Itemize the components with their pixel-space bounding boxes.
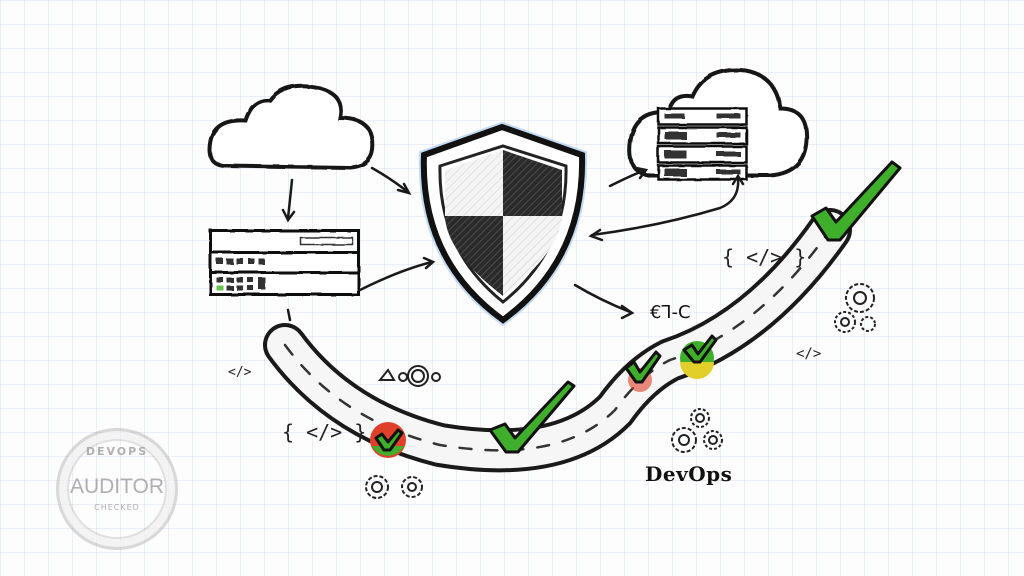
cloud-icon [207, 83, 375, 170]
code-tag-icon: </> [796, 346, 822, 362]
stamp-top-text: DEVOPS [85, 445, 149, 458]
code-braces-icon: { </> } [282, 420, 367, 444]
devops-label: DevOps [645, 462, 733, 486]
auditor-stamp: DEVOPS AUDITOR CHECKED [56, 428, 178, 550]
cloud-server-icon [627, 67, 809, 181]
pipeline-road [263, 208, 852, 473]
shield-icon [418, 121, 588, 327]
gear-icon [365, 283, 876, 499]
code-tag-icon: </> [228, 365, 252, 380]
stamp-main-text: AUDITOR [69, 475, 165, 498]
ec-label: €Ꞁ-C [650, 302, 691, 323]
code-braces-icon: { </> } [722, 245, 807, 269]
checkmark-icon [374, 160, 902, 454]
device-doodle-icon [377, 365, 441, 387]
stamp-sub-text: CHECKED [94, 503, 140, 512]
server-rack-icon [208, 228, 360, 296]
flow-arrows [281, 166, 745, 322]
